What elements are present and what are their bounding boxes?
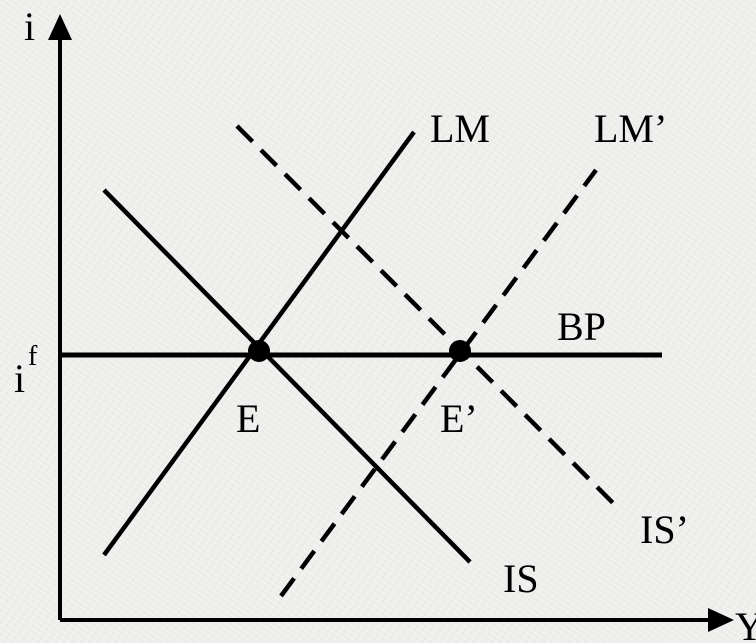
interest-rate-tick-superscript: f (28, 341, 38, 372)
bp-label: BP (557, 304, 606, 349)
is-prime-label: IS’ (640, 507, 689, 552)
is-label: IS (503, 556, 539, 601)
point-e-label: E (236, 396, 260, 441)
lm-prime-curve (279, 168, 598, 598)
interest-rate-tick-label: i (14, 356, 25, 401)
lm-label: LM (430, 106, 490, 151)
equilibrium-point-e (248, 340, 270, 362)
point-e-prime-label: E’ (440, 396, 478, 441)
x-axis-label: Y (735, 604, 756, 643)
x-axis-arrowhead (708, 608, 734, 632)
y-axis-label: i (24, 4, 35, 49)
is-prime-curve (235, 124, 619, 509)
equilibrium-point-e-prime (449, 340, 471, 362)
y-axis-arrowhead (48, 14, 72, 40)
is-curve (102, 188, 472, 564)
lm-prime-label: LM’ (594, 106, 667, 151)
